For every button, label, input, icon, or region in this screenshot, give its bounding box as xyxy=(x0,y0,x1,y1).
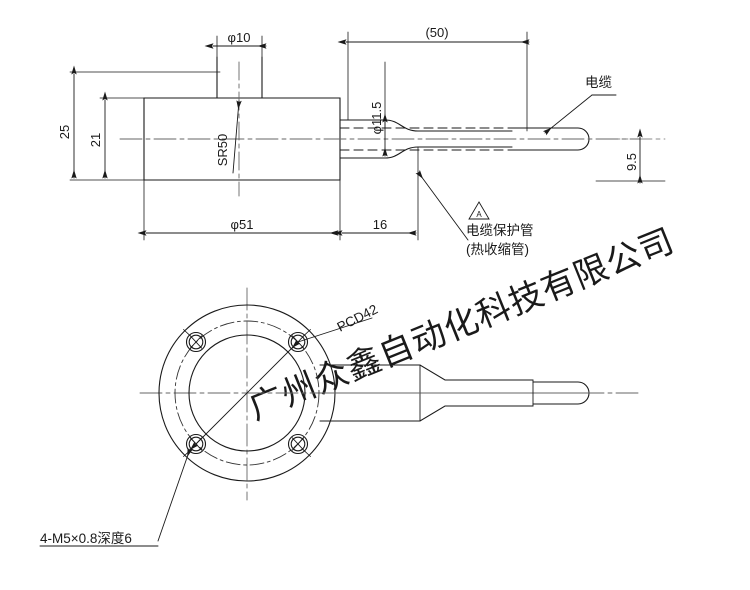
pcd-circle xyxy=(174,320,320,466)
dim-dia51: φ51 xyxy=(137,179,341,241)
plan-tube-bottom xyxy=(319,405,534,422)
protection-tube-bottom xyxy=(339,146,513,159)
callout-protection-line1: 电缆保护管 xyxy=(466,223,534,238)
dim-len16-label: 16 xyxy=(373,217,387,232)
dim-sr50-label: SR50 xyxy=(215,134,230,167)
dim-h25: 25 xyxy=(57,65,221,181)
dim-pcd42-label: PCD42 xyxy=(335,302,381,335)
bolt-hole xyxy=(183,329,207,353)
top-boss-outline xyxy=(216,56,263,99)
callout-protection-tube: A 电缆保护管 (热收缩管) xyxy=(415,169,534,257)
dim-dia10: φ10 xyxy=(204,30,267,58)
warning-flag-letter: A xyxy=(476,210,482,219)
dim-len16: 16 xyxy=(333,146,419,241)
callout-protection-line2: (热收缩管) xyxy=(466,242,529,257)
dim-h25-label: 25 xyxy=(57,125,72,139)
dim-dia115: φ11.5 xyxy=(369,61,388,157)
dim-h21: 21 xyxy=(88,91,145,179)
dim-dia51-label: φ51 xyxy=(231,217,254,232)
dim-len50-label: (50) xyxy=(425,25,448,40)
dim-dia115-label: φ11.5 xyxy=(369,102,384,135)
warning-triangle-icon xyxy=(468,201,490,220)
dim-h21-label: 21 xyxy=(88,133,103,147)
callout-cable: 电缆 xyxy=(542,75,617,136)
protection-tube-top xyxy=(339,119,513,132)
dim-len50: (50) xyxy=(337,25,530,132)
callout-bolt-spec-label: 4-M5×0.8深度6 xyxy=(40,531,132,546)
dim-dia10-label: φ10 xyxy=(228,30,251,45)
dim-sr50: SR50 xyxy=(215,100,242,174)
centre-lines-plan xyxy=(139,287,641,501)
plan-tube-top xyxy=(319,364,534,381)
callout-bolt-spec: 4-M5×0.8深度6 xyxy=(39,447,193,547)
bolt-hole xyxy=(287,433,311,457)
dim-h95-label: 9.5 xyxy=(624,153,639,171)
callout-cable-label: 电缆 xyxy=(585,75,613,90)
dim-h95: 9.5 xyxy=(595,128,666,184)
watermark-text: 广州众鑫自动化科技有限公司 xyxy=(244,222,680,428)
flange-inner-circle xyxy=(188,334,306,452)
